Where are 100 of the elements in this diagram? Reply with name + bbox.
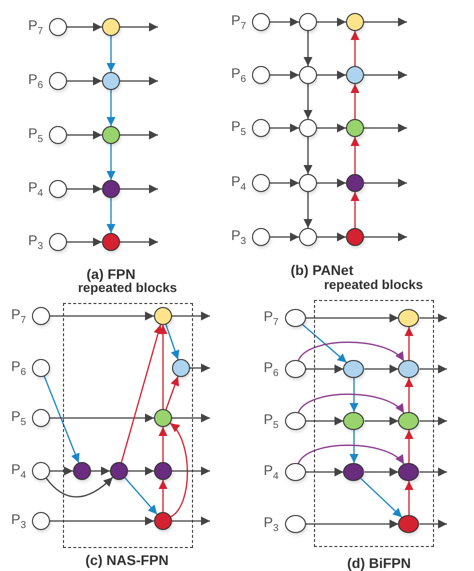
feature-node [102, 72, 120, 90]
feature-node [154, 462, 172, 480]
arrow [302, 324, 348, 364]
output-arrow [364, 178, 407, 188]
output-arrow [420, 520, 447, 528]
level-label: P$_{7}$ [231, 12, 246, 32]
arrow [317, 18, 346, 26]
feature-node [32, 307, 50, 325]
level-label: P$_{6}$ [28, 71, 43, 91]
arrow [128, 466, 154, 476]
arrow [364, 468, 398, 476]
feature-node [346, 119, 364, 137]
arrow [298, 342, 404, 362]
feature-node [346, 66, 364, 84]
level-label: P$_{7}$ [264, 308, 278, 328]
arrow [306, 314, 398, 322]
arrow [120, 324, 162, 463]
level-label: P$_{5}$ [11, 408, 26, 428]
arrow [50, 414, 154, 422]
feature-node [398, 308, 419, 326]
arrow [170, 422, 188, 518]
output-arrow [190, 364, 210, 372]
arrow [124, 477, 158, 515]
level-label: P$_{4}$ [231, 173, 246, 193]
level-label: P$_{5}$ [28, 125, 43, 145]
level-label: P$_{3}$ [231, 227, 246, 247]
level-label: P$_{7}$ [11, 306, 26, 326]
feature-node [32, 462, 50, 480]
arrow [306, 468, 344, 476]
feature-node [398, 514, 419, 532]
feature-node [284, 309, 306, 327]
level-label: P$_{3}$ [11, 511, 26, 531]
output-arrow [420, 314, 447, 322]
panel-title: (c) NAS-FPN [85, 552, 169, 568]
output-arrow [420, 364, 447, 374]
level-label: P$_{3}$ [264, 514, 278, 534]
arrow [404, 327, 414, 360]
feature-node [154, 512, 172, 530]
arrow [67, 130, 102, 140]
feature-node [252, 13, 270, 31]
feature-node [299, 174, 317, 192]
arrow [364, 416, 398, 426]
arrow [158, 480, 168, 512]
feature-node [49, 18, 67, 36]
arrow [298, 394, 404, 414]
level-label: P$_{6}$ [264, 359, 278, 379]
arrow [106, 198, 116, 233]
output-arrow [172, 414, 210, 422]
feature-node [102, 126, 120, 144]
output-arrow [120, 76, 158, 86]
arrow [317, 232, 346, 242]
feature-node [32, 512, 50, 530]
arrow [165, 376, 180, 410]
feature-node [110, 462, 128, 480]
arrow [158, 325, 168, 409]
arrow [270, 124, 299, 132]
arrow [304, 31, 312, 66]
feature-node [343, 360, 364, 378]
arrow [350, 430, 358, 463]
group-heading: repeated blocks [324, 277, 423, 292]
feature-node [49, 126, 67, 144]
feature-node [299, 119, 317, 137]
arrow [46, 476, 114, 498]
feature-node [49, 72, 67, 90]
arrow [404, 378, 414, 412]
arrow [106, 36, 116, 72]
arrow [270, 70, 299, 80]
output-arrow [364, 18, 407, 26]
feature-node [154, 306, 172, 324]
arrow [270, 178, 299, 188]
arrow [50, 516, 154, 526]
output-arrow [120, 22, 158, 32]
output-arrow [364, 232, 407, 242]
level-label: P$_{3}$ [28, 232, 43, 252]
output-arrow [364, 124, 407, 132]
feature-node [284, 463, 306, 481]
arrow [306, 520, 398, 528]
feature-node [346, 228, 364, 246]
level-label: P$_{5}$ [264, 411, 278, 431]
feature-node [343, 462, 364, 480]
arrow [67, 76, 102, 86]
feature-node [172, 358, 190, 376]
arrow [91, 466, 110, 476]
panel-title: (b) PANet [290, 262, 354, 278]
arrow [106, 144, 116, 180]
output-arrow [172, 466, 210, 476]
level-label: P$_{6}$ [11, 358, 26, 378]
feature-node [398, 412, 419, 430]
feature-node [102, 180, 120, 198]
feature-node [299, 13, 317, 31]
arrow [270, 232, 299, 242]
arrow [360, 478, 402, 518]
level-label: P$_{4}$ [264, 462, 278, 482]
output-arrow [420, 468, 447, 476]
arrow [404, 481, 414, 515]
feature-node [72, 462, 90, 480]
arrow [165, 324, 180, 360]
arrow [404, 430, 414, 463]
arrow [67, 238, 102, 246]
arrow [317, 70, 346, 80]
